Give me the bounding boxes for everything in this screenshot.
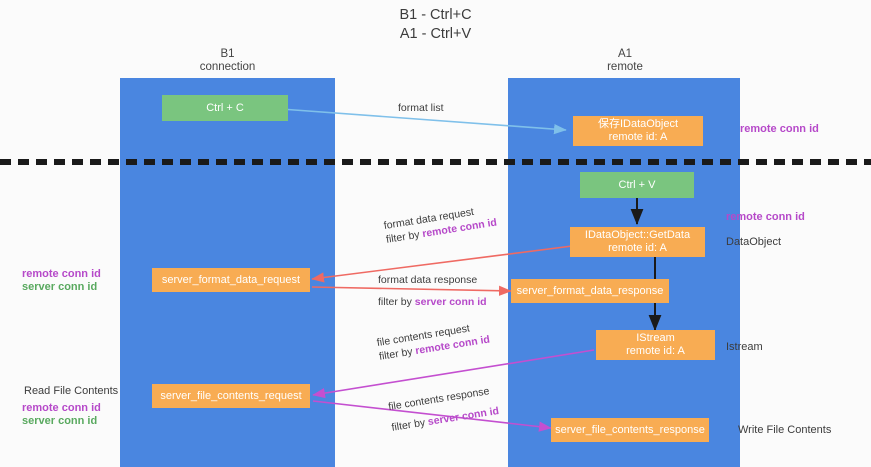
filter-prefix-2: filter by <box>378 296 415 308</box>
edge-label-format-data-request: format data request filter by remote con… <box>383 202 498 247</box>
box-istream[interactable]: IStream remote id: A <box>596 330 715 360</box>
box-server-file-contents-request-label: server_file_contents_request <box>160 389 302 402</box>
annotation-left-remote-conn-id: remote conn id <box>22 268 101 280</box>
annotation-left-remote-conn-id-2: remote conn id <box>22 402 101 414</box>
annotation-write-file-contents: Write File Contents <box>738 424 832 436</box>
box-ctrl-v-label: Ctrl + V <box>618 178 656 191</box>
annotation-left-server-conn-id-2: server conn id <box>22 415 98 427</box>
box-server-file-contents-request[interactable]: server_file_contents_request <box>152 384 310 408</box>
annotation-left-server-conn-id: server conn id <box>22 281 98 293</box>
lane-header-b1-sub: connection <box>199 61 256 73</box>
annotation-istream: Istream <box>726 341 763 353</box>
box-server-file-contents-response[interactable]: server_file_contents_response <box>551 418 709 442</box>
lane-header-a1-sub: remote <box>607 61 643 73</box>
lane-header-b1-name: B1 <box>220 48 235 60</box>
filter-key-server-conn-id: server conn id <box>414 296 487 308</box>
box-server-format-data-request[interactable]: server_format_data_request <box>152 268 310 292</box>
box-server-format-data-request-label: server_format_data_request <box>161 273 301 286</box>
box-idataobject-line2: remote id: A <box>608 131 668 143</box>
edge-label-format-data-response: format data response filter by server co… <box>378 273 487 309</box>
lane-header-a1-name: A1 <box>617 48 633 60</box>
box-ctrl-c[interactable]: Ctrl + C <box>162 95 288 121</box>
box-getdata-line2: remote id: A <box>608 242 667 254</box>
box-idataobject-getdata[interactable]: IDataObject::GetData remote id: A <box>570 227 705 257</box>
box-getdata-line1: IDataObject::GetData <box>584 229 691 241</box>
edge-label-format-list-text: format list <box>398 102 444 114</box>
lane-header-b1: B1 connection <box>150 48 305 74</box>
edge-label-format-data-response-filter: filter by server conn id <box>378 295 487 309</box>
box-idataobject[interactable]: 保存IDataObject remote id: A <box>573 116 703 146</box>
edge-label-format-list: format list <box>398 101 444 115</box>
annotation-dataobject: DataObject <box>726 236 782 248</box>
filter-key-server-conn-id-2: server conn id <box>427 404 500 429</box>
edge-label-file-contents-request: file contents request filter by remote c… <box>376 319 491 364</box>
annotation-read-file-contents: Read File Contents <box>24 385 119 397</box>
box-idataobject-line1: 保存IDataObject <box>597 118 679 130</box>
filter-prefix-4: filter by <box>390 416 429 434</box>
edge-label-format-data-response-text: format data response <box>378 274 478 286</box>
box-server-file-contents-response-label: server_file_contents_response <box>555 423 705 436</box>
edge-label-file-contents-response: file contents response filter by server … <box>387 383 500 435</box>
title-line-2: A1 - Ctrl+V <box>399 26 472 42</box>
lane-header-a1: A1 remote <box>545 48 705 74</box>
box-server-format-data-response[interactable]: server_format_data_response <box>511 279 669 303</box>
annotation-remote-conn-id-top: remote conn id <box>740 123 819 135</box>
box-ctrl-v[interactable]: Ctrl + V <box>580 172 694 198</box>
box-istream-line2: remote id: A <box>626 345 685 357</box>
page-title: B1 - Ctrl+C A1 - Ctrl+V <box>0 6 871 44</box>
annotation-remote-conn-id-mid: remote conn id <box>726 211 805 223</box>
box-istream-line1: IStream <box>636 332 675 344</box>
box-server-format-data-response-label: server_format_data_response <box>516 284 664 297</box>
title-line-1: B1 - Ctrl+C <box>399 7 472 23</box>
box-ctrl-c-label: Ctrl + C <box>206 101 244 114</box>
